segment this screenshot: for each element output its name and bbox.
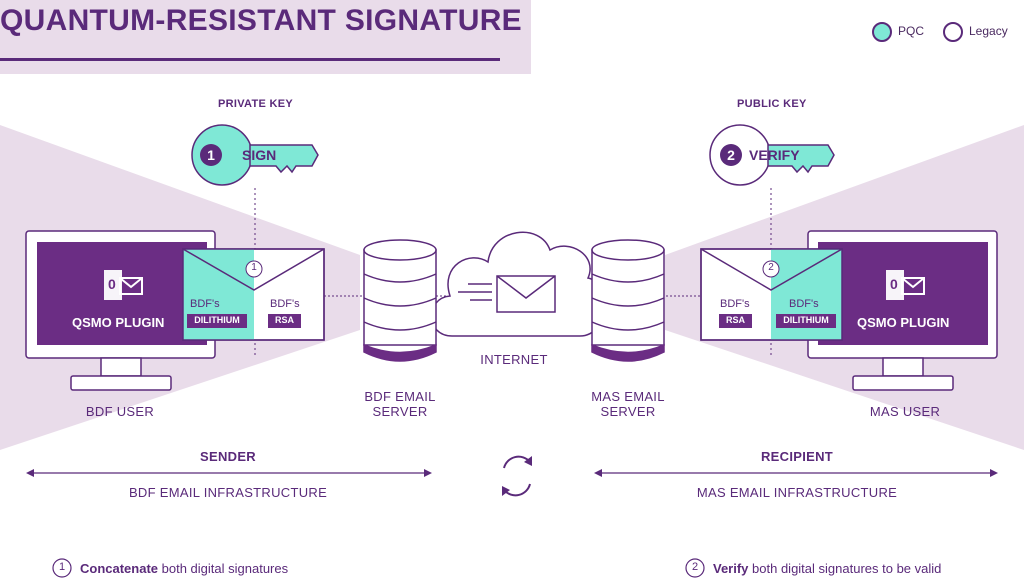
bdf-server-label-line2: SERVER [372,404,428,419]
sender-monitor [25,230,216,391]
recipient-infra-label: MAS EMAIL INFRASTRUCTURE [696,485,898,500]
mas-server-label-line2: SERVER [600,404,656,419]
recipient-dilithium-prefix: BDF's [789,298,819,310]
footnote-2: Verify both digital signatures to be val… [713,561,941,576]
footnote-2-circle [685,558,705,578]
title-banner [0,0,531,74]
bdf-user-label: BDF USER [85,404,155,419]
footnote-2-number: 2 [691,561,699,573]
sign-step-number: 1 [207,147,215,163]
sender-rsa-prefix: BDF's [270,298,300,310]
internet-label: INTERNET [480,352,548,367]
mas-server-icon [591,239,665,362]
recipient-monitor [807,230,998,391]
footnote-2-bold: Verify [713,561,749,576]
recipient-role-label: RECIPIENT [760,449,834,464]
mas-server-label-line1: MAS EMAIL [591,389,665,404]
private-key-icon [191,124,319,186]
sender-infra-arrow [26,469,432,477]
footnote-1-text: both digital signatures [158,561,289,576]
private-key-caption: PRIVATE KEY [218,98,294,110]
recipient-plugin-label: QSMO PLUGIN [857,315,950,330]
sender-rsa-badge: RSA [274,315,294,325]
recipient-envelope-step: 2 [768,262,774,273]
pqc-swatch [872,22,892,42]
footnote-1-bold: Concatenate [80,561,159,576]
footnote-1-circle [52,558,72,578]
public-key-caption: PUBLIC KEY [737,98,807,110]
sender-plugin-label: QSMO PLUGIN [72,315,165,330]
legend-legacy-label: Legacy [969,24,1008,38]
mas-user-label: MAS USER [869,404,941,419]
recipient-infra-arrow [594,469,998,477]
sender-envelope [182,248,325,341]
sender-plugin-icon-letter: 0 [108,276,116,292]
sender-dilithium-badge: DILITHIUM [194,315,240,325]
verify-step-number: 2 [727,147,735,163]
sender-infra-label: BDF EMAIL INFRASTRUCTURE [128,485,328,500]
title-underline [0,58,500,61]
bdf-server-label-line1: BDF EMAIL [364,389,436,404]
sender-envelope-step: 1 [251,262,257,273]
recipient-rsa-prefix: BDF's [720,298,750,310]
recipient-dilithium-badge: DILITHIUM [783,315,829,325]
footnote-1: Concatenate both digital signatures [80,561,288,576]
recipient-envelope [700,248,843,341]
recipient-plugin-icon-letter: 0 [890,276,898,292]
legend-pqc-label: PQC [898,24,925,38]
internet-cloud-icon [430,231,605,337]
legacy-swatch [943,22,963,42]
sign-label: SIGN [242,147,277,163]
page-title: QUANTUM-RESISTANT SIGNATURE [0,4,522,37]
sync-icon [502,455,532,497]
footnote-1-number: 1 [58,561,66,573]
recipient-rsa-badge: RSA [725,315,745,325]
sender-role-label: SENDER [200,449,256,464]
verify-label: VERIFY [749,147,800,163]
public-key-icon [709,124,835,186]
sender-dilithium-prefix: BDF's [190,298,220,310]
bdf-server-icon [363,239,437,362]
footnote-2-text: both digital signatures to be valid [748,561,942,576]
